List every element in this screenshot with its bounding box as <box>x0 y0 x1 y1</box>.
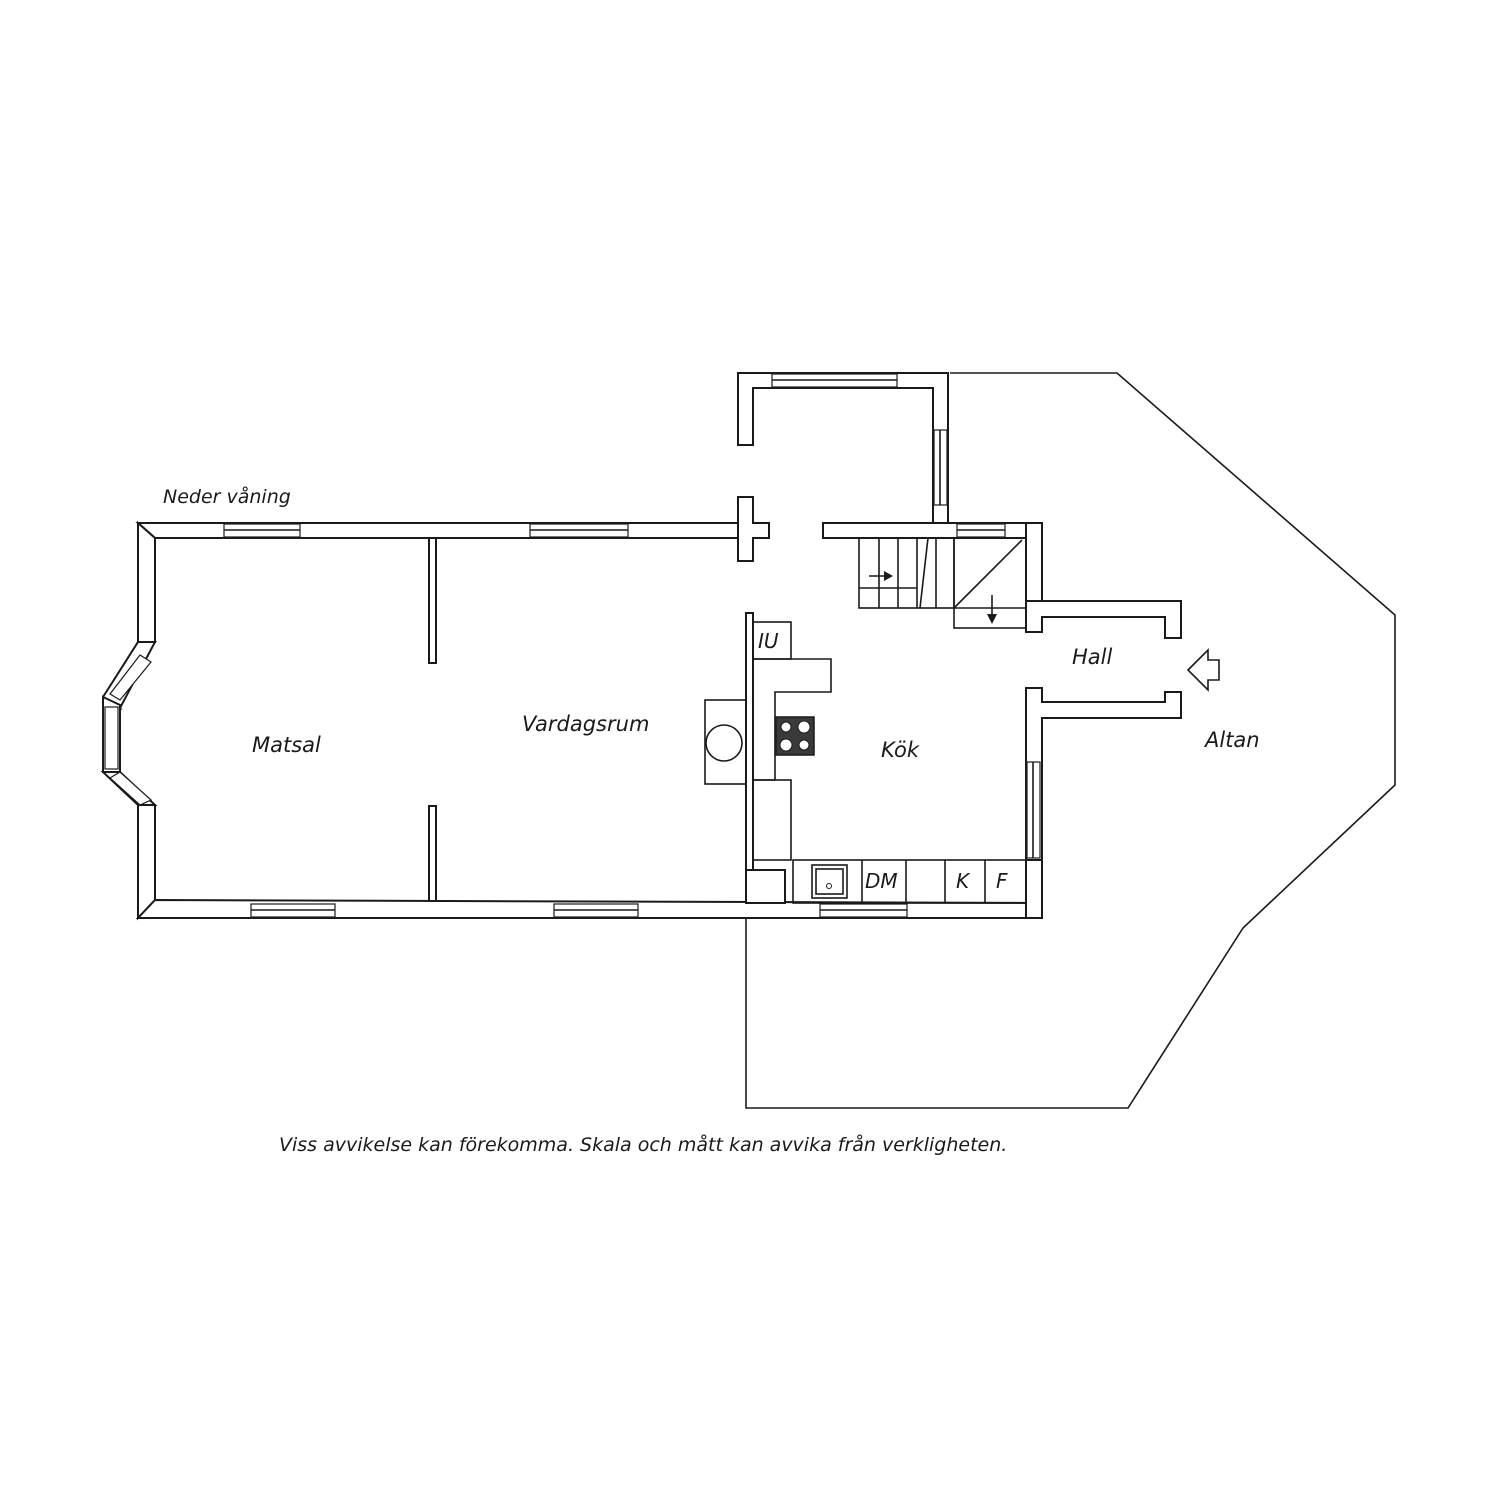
fireplace-icon <box>704 699 747 785</box>
fixture-label-iu: IU <box>758 629 779 653</box>
partition-top <box>428 537 437 664</box>
windows <box>104 373 1041 918</box>
room-label-dining: Matsal <box>252 733 321 757</box>
outer-walls <box>100 372 1182 921</box>
stair-arrow-icon <box>869 571 997 624</box>
partition-bottom <box>428 805 437 902</box>
disclaimer-text: Viss avvikelse kan förekomma. Skala och … <box>279 1133 1007 1156</box>
fixture-label-k: K <box>956 869 971 893</box>
entrance-arrow-icon <box>1186 648 1220 692</box>
room-label-deck: Altan <box>1203 728 1260 752</box>
floor-title: Neder våning <box>163 485 291 508</box>
sink-icon <box>811 864 848 899</box>
stove-icon <box>775 716 815 756</box>
room-label-hall: Hall <box>1072 645 1112 669</box>
kitchen-counters <box>752 621 1027 904</box>
room-label-kitchen: Kök <box>881 738 920 762</box>
fixture-label-dm: DM <box>865 869 898 893</box>
fixture-label-f: F <box>996 869 1008 893</box>
room-label-living: Vardagsrum <box>522 712 649 736</box>
deck-outline <box>745 372 1396 1109</box>
staircase <box>858 537 1027 629</box>
